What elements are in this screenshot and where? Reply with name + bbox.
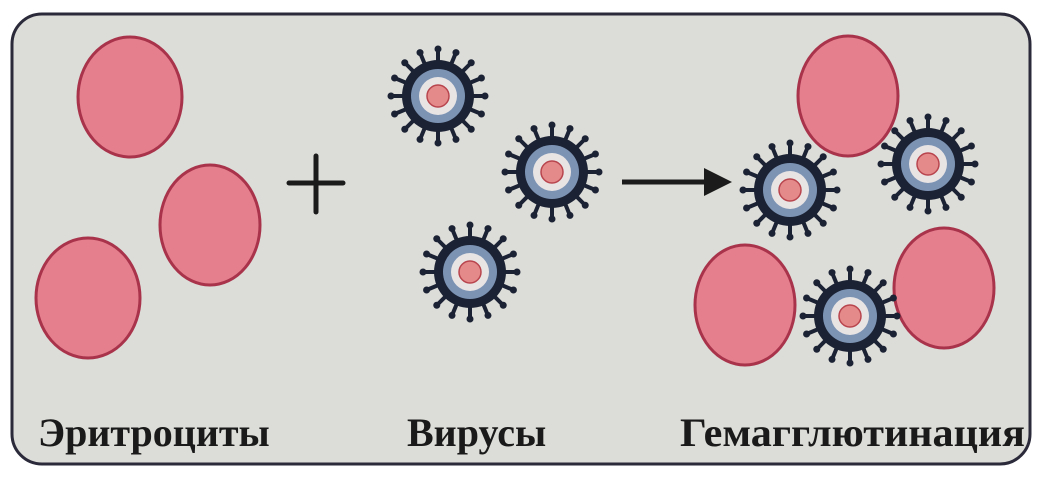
label-viruses: Вирусы <box>407 410 546 455</box>
virus-particle <box>740 140 841 241</box>
label-hemagglutination: Гемагглютинация <box>680 410 1025 455</box>
virus-particle <box>878 114 979 215</box>
erythrocyte <box>894 228 994 348</box>
erythrocyte <box>36 238 140 358</box>
virus-particle <box>388 46 489 147</box>
virus-particle <box>800 266 901 367</box>
erythrocyte <box>695 245 795 365</box>
erythrocyte <box>798 36 898 156</box>
virus-particle <box>502 122 603 223</box>
label-erythrocytes: Эритроциты <box>38 410 270 455</box>
virus-particle <box>420 222 521 323</box>
erythrocyte <box>160 165 260 285</box>
erythrocyte <box>78 37 182 157</box>
